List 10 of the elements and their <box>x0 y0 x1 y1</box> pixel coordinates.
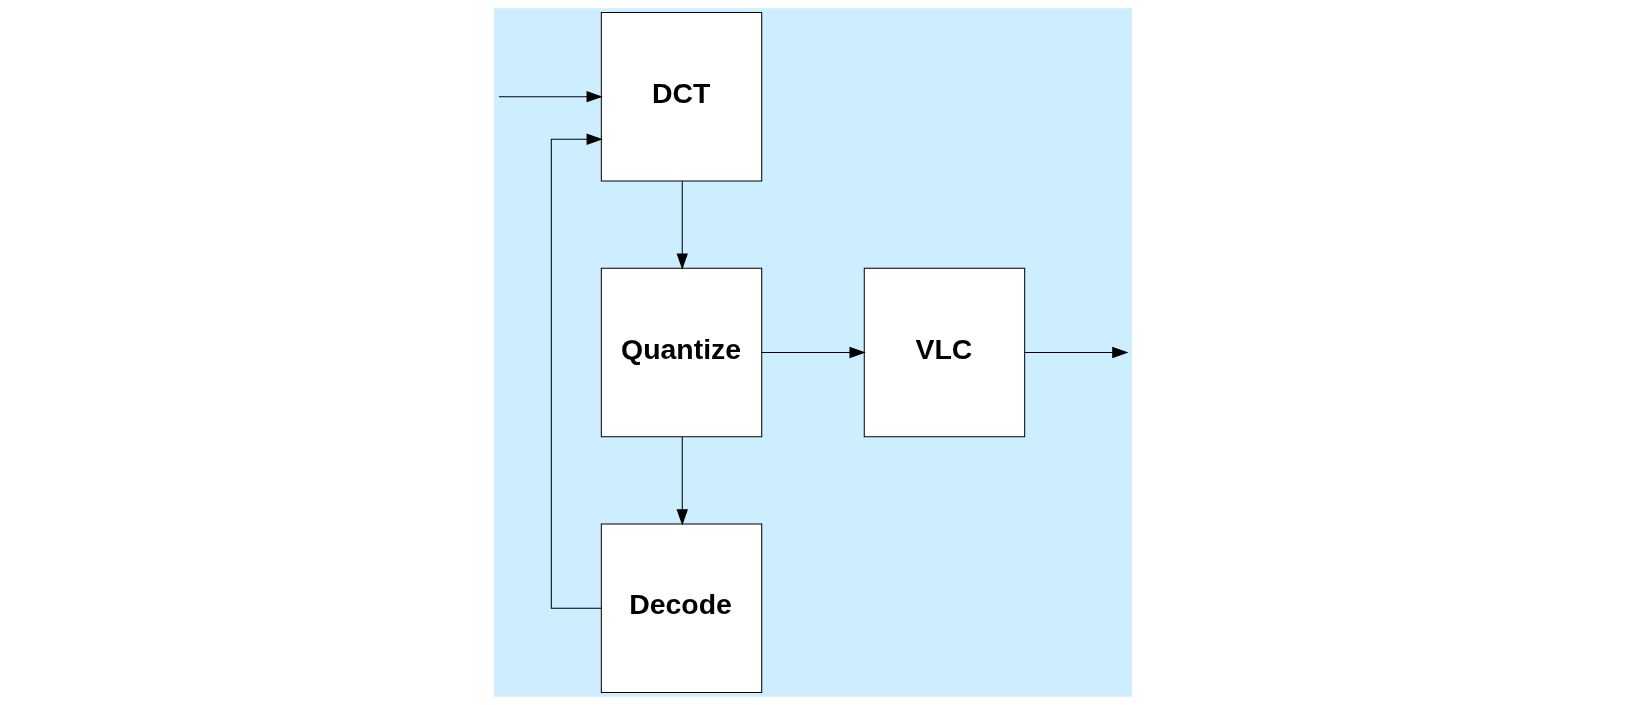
node-box: DCT <box>600 11 762 182</box>
arrow <box>676 180 688 270</box>
node-box: Quantize <box>600 267 762 438</box>
node-box: VLC <box>863 267 1025 438</box>
arrow <box>1023 346 1128 359</box>
arrow <box>676 436 688 526</box>
node-box: Decode <box>600 523 762 694</box>
arrow <box>550 133 603 609</box>
arrow <box>497 90 603 103</box>
arrow <box>760 346 866 359</box>
